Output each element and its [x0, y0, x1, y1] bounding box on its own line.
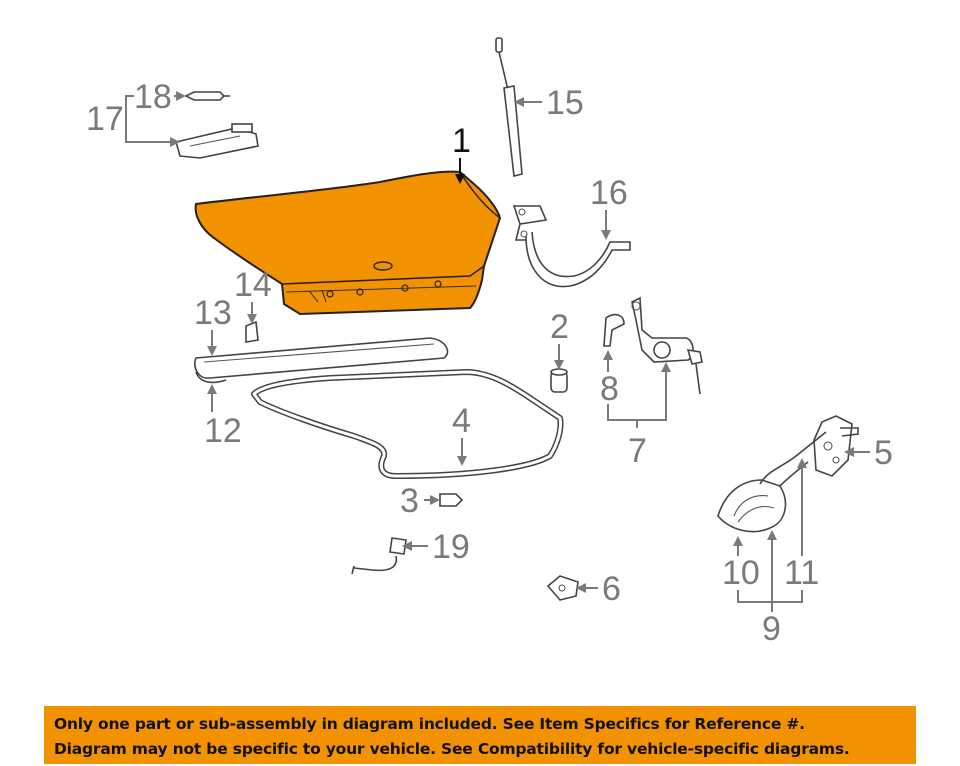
callout-3: 3 — [400, 482, 440, 520]
callout-label-1: 1 — [452, 122, 471, 160]
callout-9: 9 — [737, 530, 803, 648]
callout-label-15: 15 — [546, 84, 584, 122]
parts-diagram: 1 15 16 18 17 14 13 12 — [86, 37, 893, 648]
part-5-latch — [813, 415, 859, 477]
callout-label-11: 11 — [784, 554, 819, 592]
callout-5: 5 — [844, 434, 893, 472]
part-3-clip — [439, 493, 464, 507]
part-2-bumper — [550, 368, 568, 393]
part-4-weatherstrip — [251, 369, 564, 479]
callout-2: 2 — [550, 308, 569, 370]
callout-11: 11 — [784, 458, 819, 592]
callout-label-4: 4 — [452, 402, 471, 440]
part-13-retainer — [194, 337, 449, 384]
callout-label-2: 2 — [550, 308, 569, 346]
callout-label-18: 18 — [134, 78, 172, 116]
callout-4: 4 — [452, 402, 471, 466]
callout-label-12: 12 — [204, 412, 242, 450]
callout-1: 1 — [452, 122, 471, 184]
callout-label-16: 16 — [590, 174, 628, 212]
callout-16: 16 — [590, 174, 628, 240]
callout-10: 10 — [722, 536, 760, 592]
part-11-release-cable — [759, 431, 827, 487]
notice-line-2: Diagram may not be specific to your vehi… — [54, 740, 850, 758]
part-8-key-cap — [603, 313, 625, 347]
notice-line-1: Only one part or sub-assembly in diagram… — [54, 715, 805, 733]
callout-12: 12 — [204, 384, 242, 450]
part-18-bulb — [184, 91, 230, 101]
callout-7: 7 — [607, 362, 671, 470]
callout-label-7: 7 — [628, 432, 647, 470]
part-1-trunk-lid — [194, 170, 502, 316]
part-10-release-handle — [717, 479, 787, 533]
callout-14: 14 — [234, 266, 272, 324]
callout-label-17: 17 — [86, 100, 124, 138]
callout-label-10: 10 — [722, 554, 760, 592]
callout-6: 6 — [576, 570, 621, 608]
part-14-clip — [245, 320, 259, 343]
callout-label-3: 3 — [400, 482, 419, 520]
part-16-hinge — [512, 205, 631, 288]
callout-label-19: 19 — [432, 528, 470, 566]
callout-label-5: 5 — [874, 434, 893, 472]
callout-13: 13 — [194, 294, 232, 356]
callout-8: 8 — [600, 350, 619, 408]
notice-banner: Only one part or sub-assembly in diagram… — [44, 706, 916, 764]
part-6-bracket — [546, 575, 579, 601]
part-17-lamp-housing — [174, 123, 259, 159]
callout-label-8: 8 — [600, 370, 619, 408]
part-19-switch — [351, 537, 407, 575]
callout-19: 19 — [402, 528, 470, 566]
callout-label-14: 14 — [234, 266, 272, 304]
part-15-lift-support-strut — [495, 37, 523, 177]
callout-18: 18 — [134, 78, 186, 116]
callout-15: 15 — [514, 84, 584, 122]
callout-17: 17 — [86, 95, 180, 147]
callout-label-9: 9 — [762, 610, 781, 648]
callout-label-13: 13 — [194, 294, 232, 332]
callout-label-6: 6 — [602, 570, 621, 608]
part-7-lock-cylinder — [631, 296, 703, 395]
